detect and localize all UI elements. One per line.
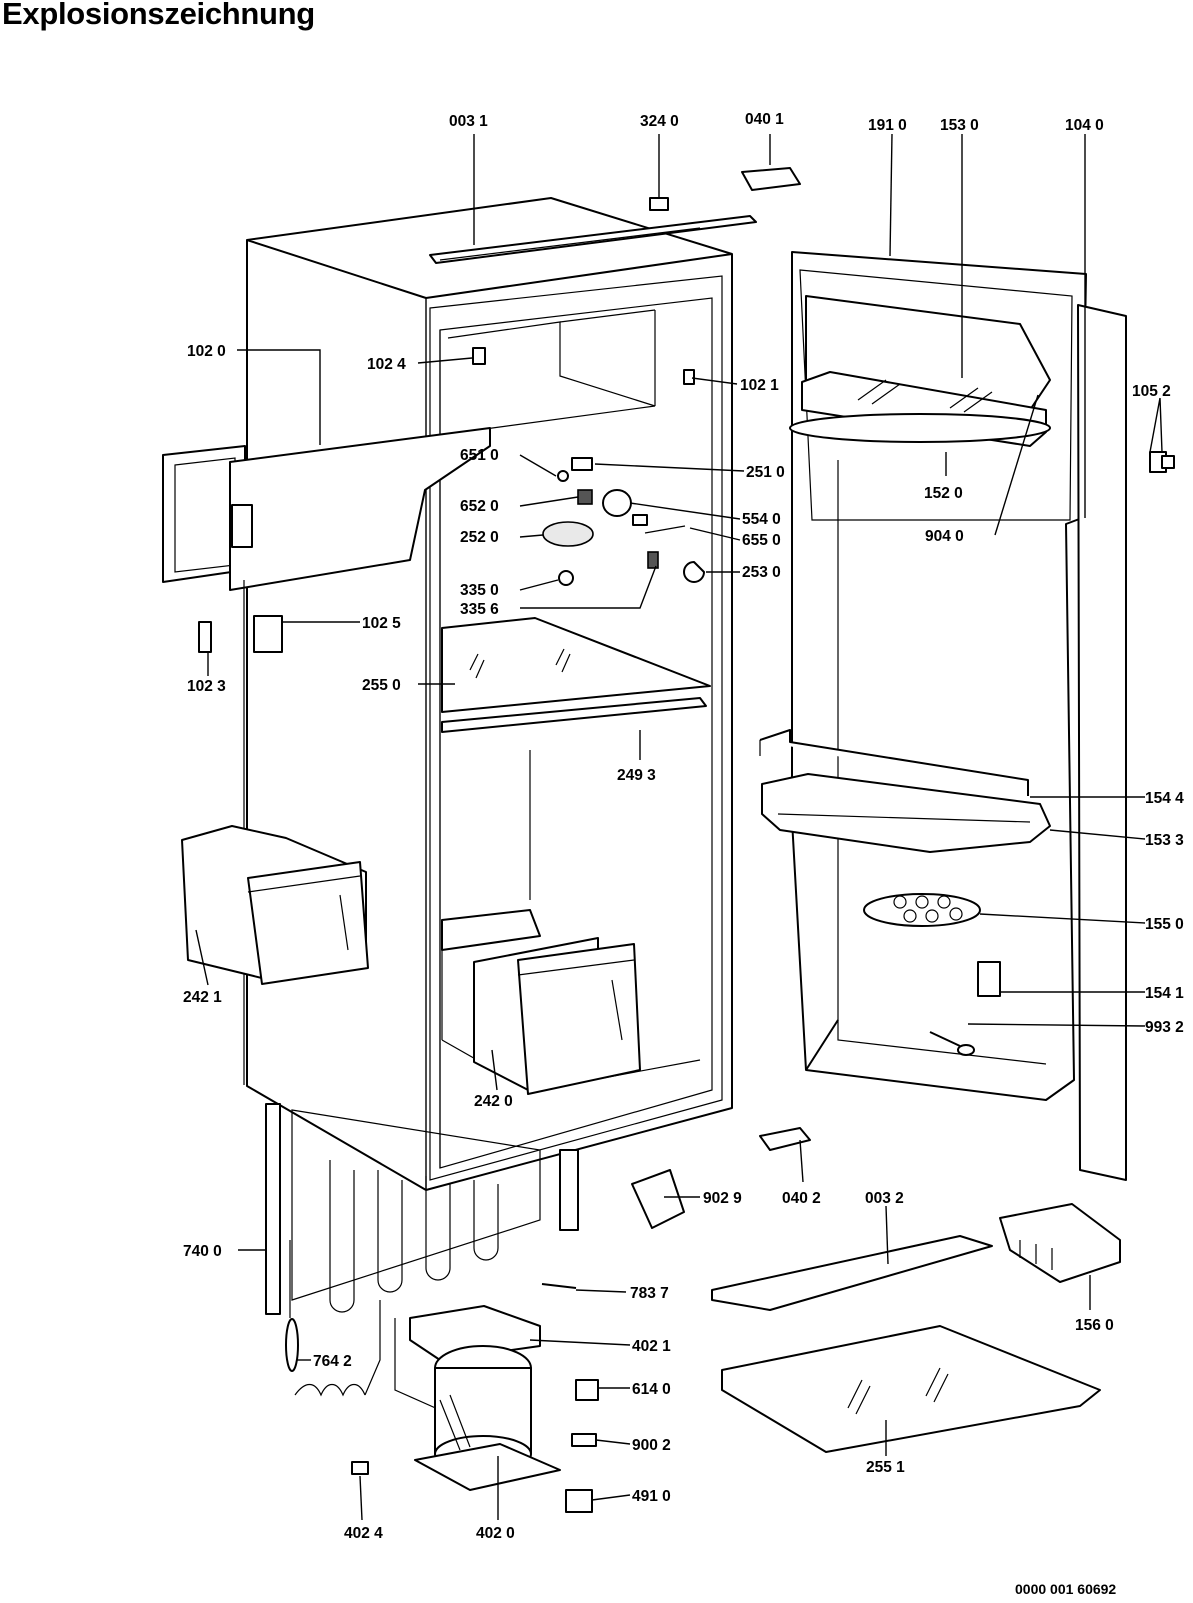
label-783-7: 783 7 (630, 1285, 669, 1302)
label-764-2: 764 2 (313, 1353, 352, 1370)
label-554-0: 554 0 (742, 511, 781, 528)
label-655-0: 655 0 (742, 532, 781, 549)
label-402-4: 402 4 (344, 1525, 383, 1542)
crisper-drawer-large (473, 937, 641, 1095)
label-154-4: 154 4 (1145, 790, 1184, 807)
label-740-0: 740 0 (183, 1243, 222, 1260)
label-040-2: 040 2 (782, 1190, 821, 1207)
label-904-0: 904 0 (925, 528, 964, 545)
part-labels: 003 1 324 0 040 1 191 0 153 0 104 0 102 … (183, 111, 1184, 1542)
page-title: Explosionszeichnung (2, 0, 315, 31)
crisper-drawer-small (181, 825, 369, 985)
label-104-0: 104 0 (1065, 117, 1104, 134)
label-102-1: 102 1 (740, 377, 779, 394)
label-153-3: 153 3 (1145, 832, 1184, 849)
label-040-1: 040 1 (745, 111, 784, 128)
label-902-9: 902 9 (703, 1190, 742, 1207)
label-102-0: 102 0 (187, 343, 226, 360)
label-154-1: 154 1 (1145, 985, 1184, 1002)
label-335-6: 335 6 (460, 601, 499, 618)
label-153-0: 153 0 (940, 117, 979, 134)
label-156-0: 156 0 (1075, 1317, 1114, 1334)
label-252-0: 252 0 (460, 529, 499, 546)
label-242-0: 242 0 (474, 1093, 513, 1110)
label-152-0: 152 0 (924, 485, 963, 502)
thermostat-assembly (198, 347, 705, 653)
label-614-0: 614 0 (632, 1381, 671, 1398)
label-255-0: 255 0 (362, 677, 401, 694)
label-105-2: 105 2 (1132, 383, 1171, 400)
label-491-0: 491 0 (632, 1488, 671, 1505)
label-102-4: 102 4 (367, 356, 406, 373)
label-255-1: 255 1 (866, 1459, 905, 1476)
label-003-1: 003 1 (449, 113, 488, 130)
refrigerator-door (649, 167, 1175, 1181)
freezer-door-panel (162, 427, 491, 1085)
label-402-0: 402 0 (476, 1525, 515, 1542)
label-102-5: 102 5 (362, 615, 401, 632)
label-003-2: 003 2 (865, 1190, 904, 1207)
label-191-0: 191 0 (868, 117, 907, 134)
label-335-0: 335 0 (460, 582, 499, 599)
document-number: 0000 001 60692 (1015, 1581, 1117, 1597)
label-402-1: 402 1 (632, 1338, 671, 1355)
label-249-3: 249 3 (617, 767, 656, 784)
label-993-2: 993 2 (1145, 1019, 1184, 1036)
label-242-1: 242 1 (183, 989, 222, 1006)
label-324-0: 324 0 (640, 113, 679, 130)
leader-lines (195, 133, 1163, 1521)
label-900-2: 900 2 (632, 1437, 671, 1454)
label-652-0: 652 0 (460, 498, 499, 515)
label-251-0: 251 0 (746, 464, 785, 481)
condenser-and-compressor (265, 1103, 1121, 1513)
label-253-0: 253 0 (742, 564, 781, 581)
label-651-0: 651 0 (460, 447, 499, 464)
label-102-3: 102 3 (187, 678, 226, 695)
label-155-0: 155 0 (1145, 916, 1184, 933)
